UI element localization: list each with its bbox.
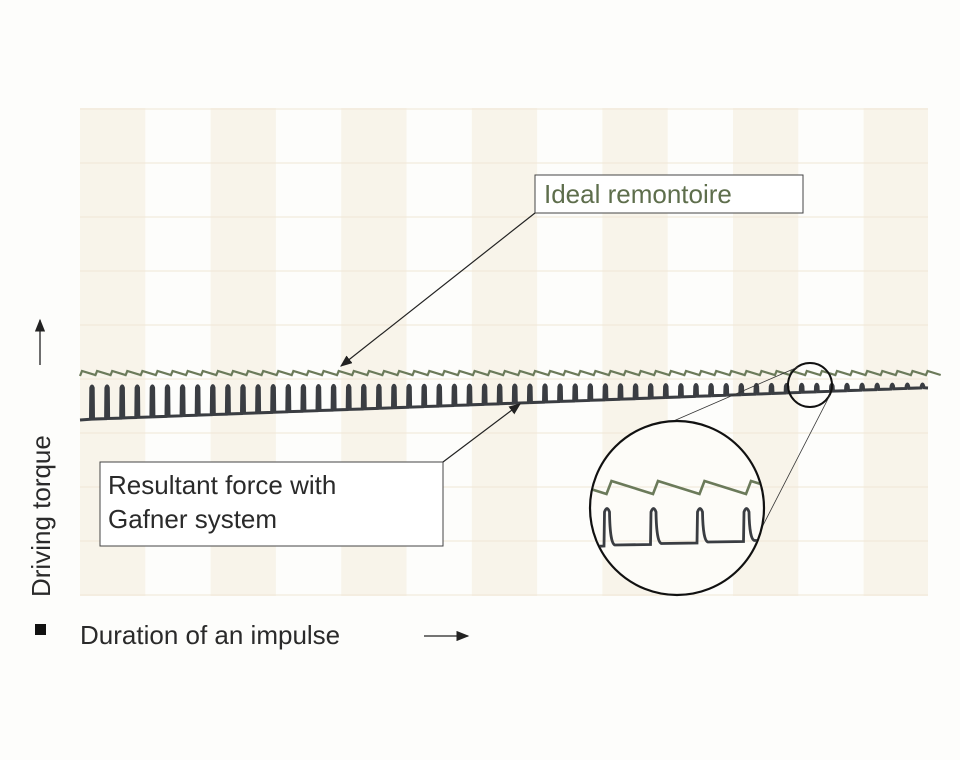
zoom-detail-circle	[588, 419, 766, 597]
y-axis-label: Driving torque	[26, 435, 56, 597]
x-axis-label: Duration of an impulse	[80, 620, 340, 650]
ideal-label: Ideal remontoire	[544, 179, 732, 209]
ideal-label-box	[534, 174, 804, 214]
resultant-label-line2: Gafner system	[108, 504, 277, 534]
zoom-source-circle	[787, 362, 833, 408]
resultant-arrow	[442, 403, 521, 463]
zoomed-resultant-line	[591, 507, 763, 549]
gridlines	[80, 108, 928, 596]
resultant-label-line1: Resultant force with	[108, 470, 336, 500]
stripe	[471, 108, 538, 596]
ideal-arrow	[340, 212, 536, 367]
zoom-connector-right	[757, 394, 831, 536]
legend-square-icon	[35, 624, 46, 635]
stripe	[863, 108, 928, 596]
resultant-label-box	[99, 461, 444, 547]
